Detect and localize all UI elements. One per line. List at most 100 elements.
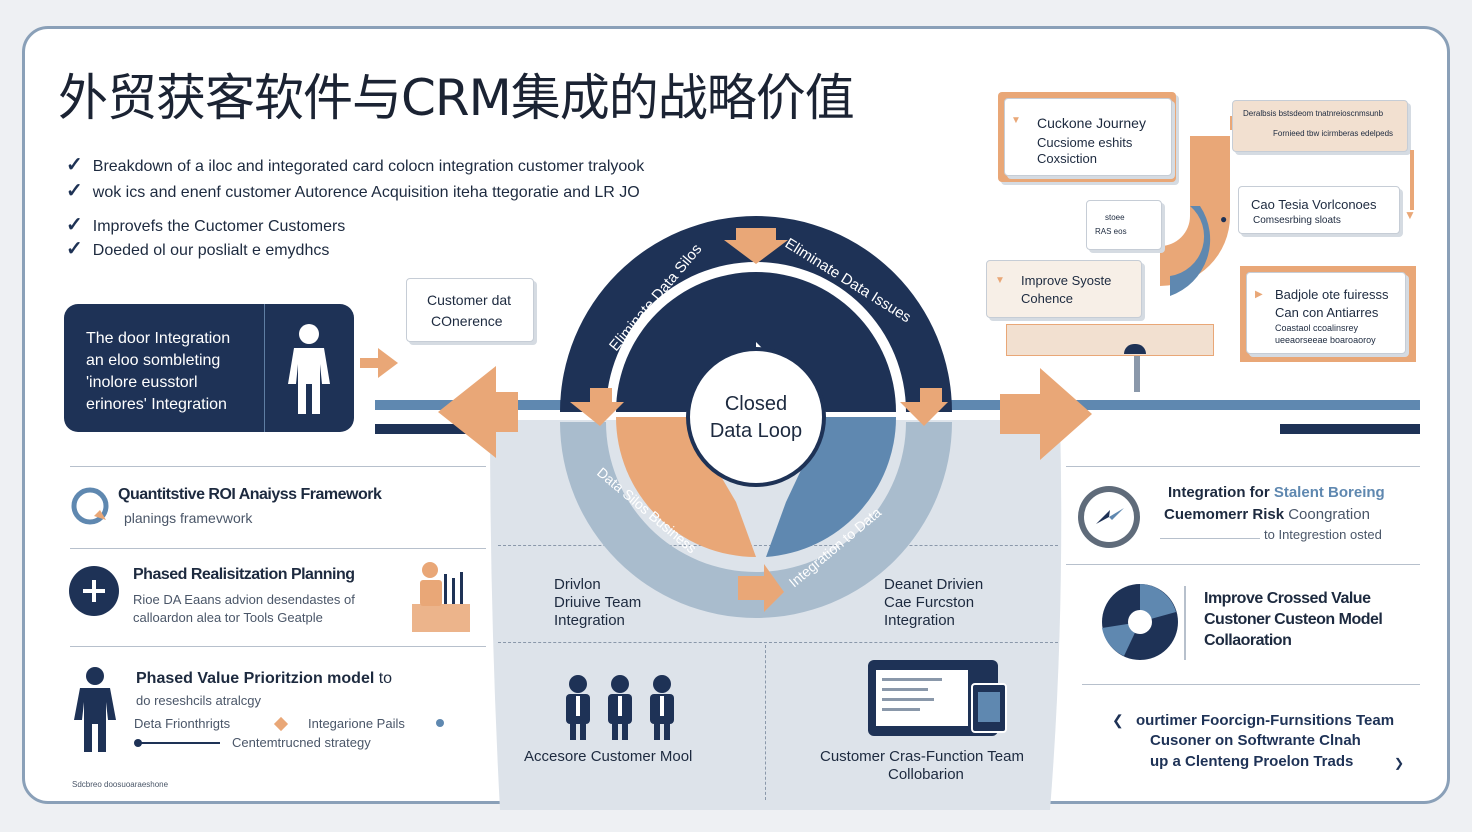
quote-close-icon: ❯ — [1394, 756, 1405, 770]
text-line: Cae Furcston — [884, 594, 975, 611]
laptop-icon — [868, 660, 1007, 736]
mini-line: stoee — [1105, 213, 1125, 222]
loop-center-line2: Data Loop — [710, 420, 802, 442]
checklist-text: Doeded ol our poslialt e emydhcs — [92, 242, 330, 259]
risk-a: Integration for — [1168, 484, 1270, 501]
cycle-icon — [71, 487, 109, 525]
team-line2: Cusoner on Softwrante Clnah — [1150, 732, 1361, 749]
value-title: Phased Value Prioritzion model to — [136, 670, 392, 688]
laptop-caption-2: Collobarion — [888, 766, 964, 783]
value-title-suffix: to — [378, 670, 393, 687]
flow-band-right-dark — [1280, 424, 1420, 434]
divider — [70, 646, 486, 647]
risk-line2: Cuemomerr Risk Coongration — [1164, 506, 1370, 523]
integration-line: an eloo sombleting — [86, 352, 221, 369]
arrow-left-big — [438, 366, 518, 458]
risk-line3: to Integrestion osted — [1264, 527, 1382, 542]
coherence-line1: Customer dat — [427, 292, 512, 308]
dash-divider — [765, 645, 766, 800]
value-sub1: do reseshcils atralcgy — [136, 693, 261, 708]
gauge-icon — [1078, 486, 1140, 548]
person-icon — [74, 667, 116, 752]
person-icon — [288, 324, 330, 414]
info-line: Fornieed tbw icirmberas edelpeds — [1273, 129, 1394, 138]
divider — [70, 466, 486, 467]
journey-line: Cuckone Journey — [1037, 115, 1146, 131]
journey-line: Coxsiction — [1037, 151, 1097, 166]
divider — [1066, 466, 1420, 467]
check-icon: ✓ — [66, 154, 83, 176]
outer-ring-bottom — [560, 422, 952, 618]
checklist-text: Breakdown of a iloc and integorated card… — [92, 158, 645, 175]
phased-sub1: Rioe DA Eaans advion desendastes of — [133, 592, 355, 607]
coherence-line2: COnerence — [431, 313, 503, 329]
arrow-right-icon — [360, 348, 398, 378]
footnote: Sdcbreo doosuoaraeshone — [72, 780, 169, 789]
vendor-card: Cao Tesia Vorlconoes Comsesrbing sloats — [1238, 186, 1400, 234]
info-line: Deralbsis bstsdeom tnatnreioscnmsunb — [1243, 109, 1384, 118]
badge-card: ▶ Badjole ote fuiresss Can con Antiarres… — [1246, 272, 1406, 354]
phased-title: Phased Realisitzation Planning — [133, 566, 355, 583]
badge-line: Badjole ote fuiresss — [1275, 287, 1389, 302]
value-row-b: Integarione Pails — [308, 716, 405, 731]
check-icon: ✓ — [66, 214, 83, 236]
check-icon: ✓ — [66, 180, 83, 202]
drop-icon: ● — [1220, 212, 1228, 226]
under-loop-right: Deanet Drivien Cae Furcston Integration — [884, 576, 983, 630]
improve-card: ▼ Improve Syoste Cohence — [986, 260, 1142, 318]
triangle-icon: ▼ — [995, 275, 1005, 286]
crossed-line: Improve Crossed Value — [1204, 590, 1371, 607]
text-line: Deanet Drivien — [884, 576, 984, 593]
checklist-item-3: ✓ Improvefs the Cuctomer Customers — [66, 212, 345, 237]
roi-sub: planings framevwork — [124, 510, 253, 526]
value-row-a: Deta Frionthrigts — [134, 716, 231, 731]
divider — [70, 548, 486, 549]
quadrant-br — [766, 417, 897, 557]
laptop-caption-1: Customer Cras-Function Team — [820, 748, 1024, 765]
desk-person-icon — [412, 562, 470, 632]
integration-line: erinores' Integration — [86, 396, 227, 413]
checklist-item-1: ✓ Breakdown of a iloc and integorated car… — [66, 152, 644, 177]
arrow-right-big — [1000, 368, 1092, 460]
coherence-card: Customer dat COnerence — [406, 278, 534, 342]
outer-ring-top — [560, 216, 952, 412]
checklist-item-4: ✓ Doeded ol our poslialt e emydhcs — [66, 236, 329, 261]
page-title: 外贸获客软件与CRM集成的战略价值 — [58, 69, 855, 127]
divider — [264, 304, 265, 432]
check-icon: ✓ — [66, 238, 83, 260]
divider — [1066, 564, 1420, 565]
dash-divider — [498, 642, 1058, 643]
integration-box: The door Integration an eloo sombleting … — [64, 304, 354, 432]
timeline-line — [136, 742, 220, 744]
info-card-top-right: Deralbsis bstsdeom tnatnreioscnmsunb For… — [1232, 100, 1408, 152]
vendor-line: Comsesrbing sloats — [1253, 215, 1341, 226]
badge-line: Can con Antiarres — [1275, 305, 1379, 320]
improve-line: Cohence — [1021, 291, 1074, 306]
journey-line: Cucsiome eshits — [1037, 135, 1133, 150]
text-line: Driuive Team — [554, 594, 642, 611]
checklist-text: Improvefs the Cuctomer Customers — [92, 218, 346, 235]
divider — [1082, 684, 1420, 685]
risk-c: Cuemomerr Risk — [1164, 506, 1285, 523]
flow-band-right — [950, 400, 1420, 410]
integration-line: The door Integration — [86, 330, 231, 347]
pin-icon — [1124, 344, 1146, 354]
checklist-item-2: ✓wok ics and enenf customer Autorence Ac… — [66, 178, 640, 203]
journey-card: ▼ Cuckone Journey Cucsiome eshits Coxsic… — [1004, 98, 1172, 176]
crossed-value: Improve Crossed Value Custoner Custeon M… — [1204, 588, 1383, 651]
team-icon — [566, 675, 674, 740]
risk-d: Coongration — [1288, 506, 1370, 523]
roi-title: Quantitstive ROI Anaiyss Framework — [118, 486, 382, 503]
value-title-text: Phased Value Prioritzion model — [136, 670, 375, 687]
loop-center-line1: Closed — [725, 393, 787, 415]
strip-card — [1006, 324, 1214, 356]
phased-sub2: calloardon alea tor Tools Geatple — [133, 610, 323, 625]
vendor-line: Cao Tesia Vorlconoes — [1251, 197, 1377, 212]
badge-line: ueeaorseeae boaroaoroy — [1275, 335, 1376, 345]
mini-line: RAS eos — [1095, 227, 1127, 236]
crossed-line: Custoner Custeon Model — [1204, 611, 1383, 628]
divider — [1184, 586, 1186, 660]
team-caption: Accesore Customer Mool — [524, 748, 693, 765]
arrow-down-icon: ▼ — [1404, 208, 1416, 222]
triangle-icon: ▼ — [1011, 115, 1021, 126]
